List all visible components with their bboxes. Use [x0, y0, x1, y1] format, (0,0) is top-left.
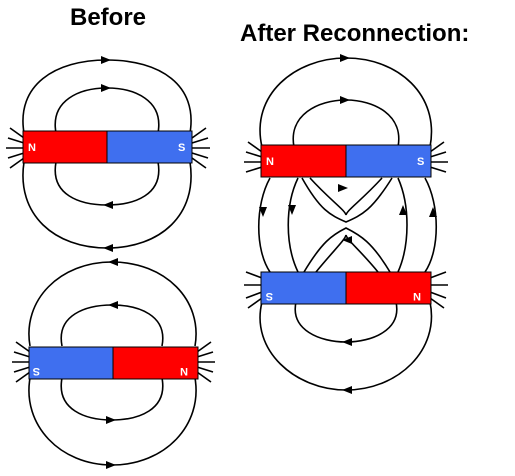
after-field-lines [244, 57, 448, 391]
after-top-magnet: N S [260, 144, 432, 178]
after-arrows [259, 54, 437, 394]
before-top-magnet: N S [22, 130, 193, 164]
before-top-left-pole-label: N [28, 142, 36, 154]
before-title: Before [70, 4, 147, 31]
after-bottom-left-pole-label: S [266, 290, 273, 302]
after-bottom-right-pole-label: N [413, 290, 421, 302]
after-bottom-magnet: S N [260, 271, 432, 305]
before-bottom-left-pole-label: S [33, 365, 40, 377]
before-bottom-magnet: S N [28, 346, 199, 380]
after-top-right-pole-label: S [417, 156, 424, 168]
after-title: After Reconnection: [240, 20, 470, 47]
before-top-right-pole-label: S [178, 142, 185, 154]
before-bottom-right-pole-label: N [180, 365, 188, 377]
before-top-arrows [101, 56, 113, 252]
before-bottom-arrows [106, 258, 118, 469]
after-top-left-pole-label: N [266, 156, 274, 168]
